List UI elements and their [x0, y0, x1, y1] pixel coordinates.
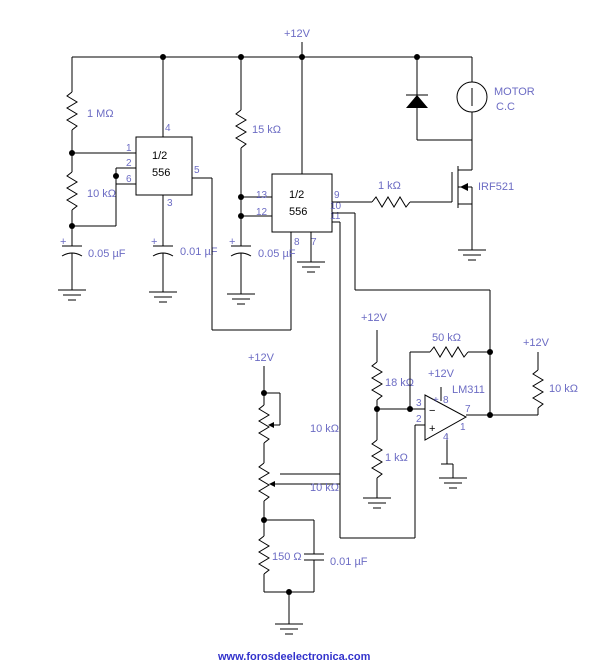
- ic2-part: 556: [289, 206, 307, 218]
- opamp-plus: +: [429, 423, 435, 435]
- ic2-pin13: 13: [256, 190, 268, 201]
- resistor-10k-left-label: 10 kΩ: [87, 188, 116, 200]
- resistor-10k-pullup-label: 10 kΩ: [549, 383, 578, 395]
- capacitor-005-mid-label: 0.05 µF: [258, 248, 296, 260]
- supply-rail-top: [72, 42, 472, 60]
- cap-plus-sign: +: [151, 236, 157, 248]
- ic1-pin2: 2: [126, 158, 132, 169]
- resistor-15k: [235, 57, 247, 197]
- vcc-pots-label: +12V: [248, 352, 275, 364]
- motor-icon: [456, 57, 488, 140]
- capacitor-001-left-label: 0.01 µF: [180, 246, 218, 258]
- capacitor-005-left: [61, 226, 83, 290]
- cap-plus-sign: +: [60, 236, 66, 248]
- capacitor-005-mid: [227, 245, 255, 305]
- ic2-pin10: 10: [330, 201, 342, 212]
- ic1-pin4: 4: [165, 123, 171, 134]
- resistor-1k-divider: [363, 439, 391, 509]
- capacitor-005-left-label: 0.05 µF: [88, 248, 126, 260]
- resistor-10k-pullup: [490, 352, 544, 416]
- resistor-1k-divider-label: 1 kΩ: [385, 452, 408, 464]
- opamp-minus: −: [429, 405, 435, 417]
- motor-label-line1: MOTOR: [494, 86, 535, 98]
- ic1-pin1: 1: [126, 143, 132, 154]
- ic2-pin7: 7: [311, 237, 317, 248]
- ic2-pin9: 9: [334, 190, 340, 201]
- vcc-divider-label: +12V: [361, 312, 388, 324]
- ic2-pin11: 11: [330, 211, 341, 222]
- resistor-15k-label: 15 kΩ: [252, 124, 281, 136]
- potentiometer-10k-a-label: 10 kΩ: [310, 423, 339, 435]
- ic1-pin6: 6: [126, 174, 132, 185]
- vcc-pullup-label: +12V: [523, 337, 550, 349]
- resistor-50k: [410, 346, 490, 358]
- potentiometer-10k-b: [258, 462, 341, 520]
- resistor-150: [258, 520, 270, 592]
- ic1-part: 556: [152, 167, 170, 179]
- ic2-pin12: 12: [256, 207, 268, 218]
- cap-plus-sign: +: [229, 236, 235, 248]
- potentiometer-10k-a: [258, 393, 280, 463]
- resistor-18k-label: 18 kΩ: [385, 377, 414, 389]
- vcc-top-label: +12V: [284, 28, 311, 40]
- ground-symbol: [58, 289, 86, 301]
- resistor-1m-label: 1 MΩ: [87, 108, 114, 120]
- lm311-pin3: 3: [416, 398, 422, 409]
- footer-url: www.forosdeelectronica.com: [217, 651, 371, 663]
- resistor-18k: [371, 330, 383, 440]
- resistor-50k-label: 50 kΩ: [432, 332, 461, 344]
- ic1-pin3: 3: [167, 198, 173, 209]
- lm311-pin8: 8: [443, 395, 449, 406]
- resistor-10k-left: [66, 153, 78, 226]
- ic1-556: [135, 57, 193, 196]
- motor-label-line2: C.C: [496, 101, 515, 113]
- mosfet-label: IRF521: [478, 181, 514, 193]
- resistor-1k-gate-label: 1 kΩ: [378, 180, 401, 192]
- ic1-title: 1/2: [152, 150, 167, 162]
- ground-symbol: [275, 592, 303, 635]
- lm311-pin2: 2: [416, 414, 422, 425]
- diode-icon: [406, 57, 472, 141]
- lm311-supply-plus: +: [433, 395, 439, 406]
- resistor-1k-gate: [332, 196, 452, 208]
- lm311-pin7: 7: [465, 404, 471, 415]
- mosfet-irf521: [451, 140, 486, 261]
- ground-symbol: [297, 232, 325, 273]
- potentiometer-10k-b-label: 10 kΩ: [310, 482, 339, 494]
- comparator-lm311: [424, 387, 490, 489]
- comparator-label: LM311: [452, 384, 485, 396]
- resistor-150-label: 150 Ω: [272, 551, 302, 563]
- lm311-pin4: 4: [443, 432, 449, 443]
- capacitor-001-bottom-label: 0.01 µF: [330, 556, 368, 568]
- ic2-pin8: 8: [294, 237, 300, 248]
- ic2-title: 1/2: [289, 189, 304, 201]
- vcc-lm311-label: +12V: [428, 368, 455, 380]
- capacitor-001-left: [149, 195, 177, 303]
- capacitor-001-bottom: [304, 520, 324, 592]
- ic2-556: [271, 57, 333, 233]
- lm311-pin1: 1: [460, 422, 466, 433]
- resistor-1m: [66, 57, 78, 153]
- ic1-pin5: 5: [194, 165, 200, 176]
